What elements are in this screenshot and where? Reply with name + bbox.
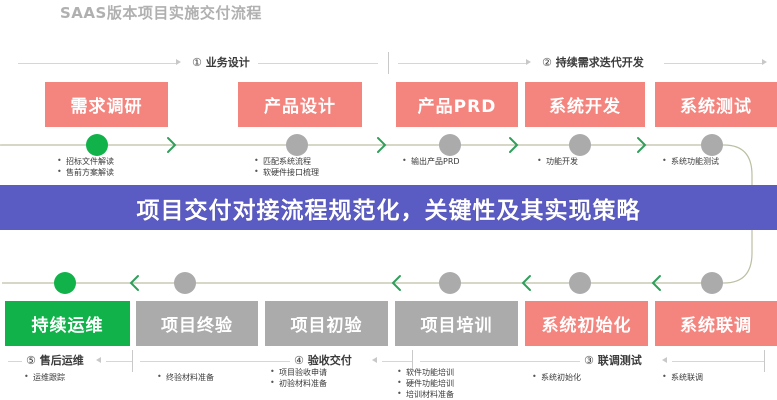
phase-number-1: ① bbox=[192, 56, 202, 69]
stage-box-label: 需求调研 bbox=[70, 97, 143, 117]
bullet-item: 售前方案解读 bbox=[55, 166, 114, 178]
bullet-item: 初验材料准备 bbox=[268, 377, 327, 389]
stage-box-label: 产品设计 bbox=[264, 97, 336, 117]
phase-label-top-2: ② 持续需求迭代开发 bbox=[538, 52, 648, 74]
stage-box-bottom-5[interactable]: 系统初始化 bbox=[525, 301, 648, 346]
bullet-list-bottom-6: 系统联调 bbox=[660, 371, 703, 383]
bullet-list-bottom-2: 终验材料准备 bbox=[155, 371, 214, 383]
bullet-list-bottom-5: 系统初始化 bbox=[530, 371, 581, 383]
phase-name-1: 业务设计 bbox=[205, 56, 250, 69]
bullet-item: 匹配系统流程 bbox=[252, 155, 319, 167]
overlay-banner-text: 项目交付对接流程规范化，关键性及其实现策略 bbox=[136, 197, 641, 224]
stage-box-top-3[interactable]: 产品PRD bbox=[396, 82, 518, 127]
stage-box-bottom-1[interactable]: 持续运维 bbox=[5, 301, 130, 346]
bullet-item: 项目验收申请 bbox=[268, 366, 327, 378]
bullet-item: 运维跟踪 bbox=[22, 371, 65, 383]
stage-box-label: 产品PRD bbox=[417, 97, 497, 117]
bullet-list-top-5: 系统功能测试 bbox=[660, 155, 719, 167]
stage-box-top-1[interactable]: 需求调研 bbox=[45, 82, 168, 127]
phase-name-4: 验收交付 bbox=[307, 354, 352, 367]
bullet-list-top-4: 功能开发 bbox=[535, 155, 578, 167]
bottom-phase-band: ⑤ 售后运维 ④ 验收交付 ③ 联调测试 bbox=[0, 350, 777, 372]
page-title: SAAS版本项目实施交付流程 bbox=[60, 4, 262, 22]
phase-number-5: ⑤ bbox=[26, 354, 36, 367]
bullet-item: 软件功能培训 bbox=[395, 366, 454, 378]
bullet-item: 系统功能测试 bbox=[660, 155, 719, 167]
stage-box-top-2[interactable]: 产品设计 bbox=[238, 82, 362, 127]
phase-label-bottom-3: ③ 联调测试 bbox=[580, 350, 646, 372]
stage-box-label: 项目培训 bbox=[420, 316, 493, 336]
phase-name-2: 持续需求迭代开发 bbox=[555, 56, 644, 69]
phase-name-5: 售后运维 bbox=[39, 354, 84, 367]
phase-number-3: ③ bbox=[584, 354, 594, 367]
bullet-list-bottom-4: 软件功能培训 硬件功能培训 培训材料准备 bbox=[395, 366, 454, 400]
phase-label-bottom-5: ⑤ 售后运维 bbox=[22, 350, 88, 372]
bullet-item: 硬件功能培训 bbox=[395, 377, 454, 389]
top-phase-band: ① 业务设计 ② 持续需求迭代开发 bbox=[0, 52, 777, 74]
stage-box-label: 持续运维 bbox=[31, 316, 104, 336]
phase-number-4: ④ bbox=[294, 354, 304, 367]
stage-box-label: 项目终验 bbox=[161, 316, 233, 336]
stage-box-label: 系统开发 bbox=[549, 97, 621, 117]
stage-box-label: 项目初验 bbox=[290, 316, 363, 336]
phase-number-2: ② bbox=[542, 56, 552, 69]
bullet-list-bottom-3: 项目验收申请 初验材料准备 bbox=[268, 366, 327, 389]
bullet-list-top-2: 匹配系统流程 软硬件接口梳理 bbox=[252, 155, 319, 178]
stage-box-bottom-2[interactable]: 项目终验 bbox=[136, 301, 258, 346]
stage-box-top-4[interactable]: 系统开发 bbox=[525, 82, 645, 127]
bullet-list-top-3: 输出产品PRD bbox=[400, 155, 460, 167]
stage-box-top-5[interactable]: 系统测试 bbox=[655, 82, 777, 127]
bullet-item: 输出产品PRD bbox=[400, 155, 460, 167]
stage-box-bottom-3[interactable]: 项目初验 bbox=[265, 301, 388, 346]
stage-box-label: 系统测试 bbox=[680, 97, 752, 117]
stage-box-bottom-4[interactable]: 项目培训 bbox=[395, 301, 518, 346]
phase-name-3: 联调测试 bbox=[597, 354, 642, 367]
bullet-list-bottom-1: 运维跟踪 bbox=[22, 371, 65, 383]
bullet-list-top-1: 招标文件解读 售前方案解读 bbox=[55, 155, 114, 178]
bullet-item: 终验材料准备 bbox=[155, 371, 214, 383]
bullet-item: 培训材料准备 bbox=[395, 388, 454, 400]
bullet-item: 功能开发 bbox=[535, 155, 578, 167]
stage-box-bottom-6[interactable]: 系统联调 bbox=[655, 301, 777, 346]
phase-label-top-1: ① 业务设计 bbox=[188, 52, 254, 74]
bullet-item: 系统初始化 bbox=[530, 371, 581, 383]
overlay-banner: 项目交付对接流程规范化，关键性及其实现策略 bbox=[0, 185, 777, 230]
bullet-item: 系统联调 bbox=[660, 371, 703, 383]
stage-box-label: 系统初始化 bbox=[541, 316, 632, 336]
bullet-item: 软硬件接口梳理 bbox=[252, 166, 319, 178]
bullet-item: 招标文件解读 bbox=[55, 155, 114, 167]
stage-box-label: 系统联调 bbox=[680, 316, 752, 336]
